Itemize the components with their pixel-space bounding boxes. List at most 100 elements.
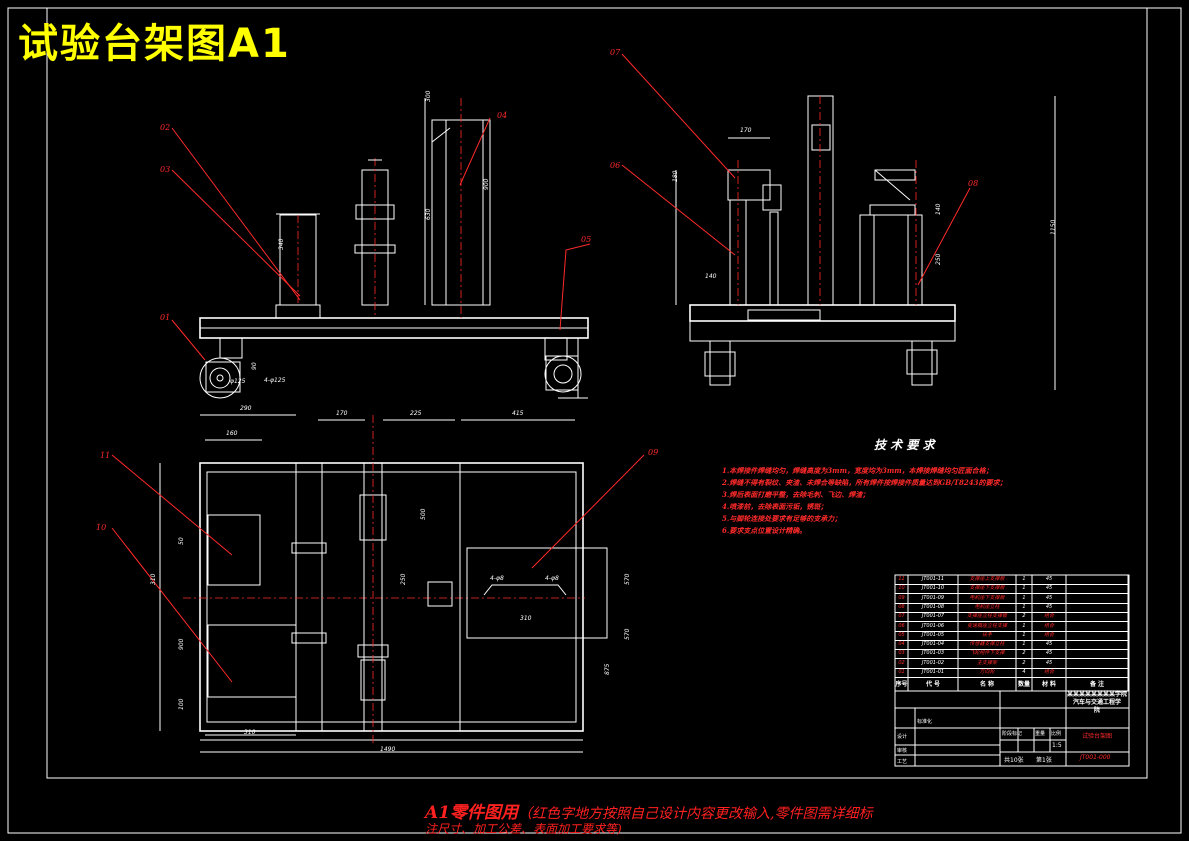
dimension-label: 140 [935, 203, 942, 215]
bom-cell: 11 [898, 576, 905, 582]
bom-cell: 1 [1022, 594, 1026, 601]
process-label: 工艺 [897, 759, 908, 765]
bom-cell: 2 [1022, 659, 1026, 666]
bom-cell: 变速箱座立柱支撑 [966, 622, 1007, 629]
bom-cell: 支撑座立柱支撑板 [966, 613, 1007, 620]
bom-cell: JT001-07 [921, 613, 945, 620]
bom-cell: JT001-02 [921, 659, 945, 666]
bom-cell: JT001-05 [921, 631, 945, 638]
bom-cell: JT001-11 [921, 576, 945, 582]
drawing-title: 试验台架图A1 [18, 21, 291, 67]
bom-cell: 电机座立柱 [974, 603, 1000, 610]
bom-cell: 2 [1022, 650, 1026, 657]
bom-cell: JT001-09 [921, 594, 945, 601]
bom-cell: 电机座下支撑板 [969, 594, 1005, 601]
bom-header-cell: 材 料 [1041, 681, 1057, 688]
callout-label: 11 [100, 451, 111, 460]
dimension-label: 500 [420, 508, 427, 520]
dimension-label: 310 [150, 573, 157, 585]
dimension-label: 250 [935, 253, 942, 265]
dimension-label: 170 [336, 410, 348, 417]
front-view [171, 98, 591, 399]
dimension-label: 1490 [380, 746, 396, 753]
bom-cell: 02 [898, 659, 905, 666]
scale-head: 阶段标记 [1002, 731, 1023, 737]
dimension-label: 4-φ125 [264, 377, 286, 384]
callout-label: 04 [497, 111, 508, 120]
dimension-label: 310 [244, 729, 256, 736]
tech-req-heading: 技 术 要 求 [874, 438, 935, 452]
tech-req-item: 5.与脚轮连接处要求有足够的支承力； [722, 514, 842, 523]
bom-cell: 1 [1022, 631, 1026, 638]
footer-title: A1零件图用 [425, 803, 519, 823]
bom-cell: 万向轮 [979, 669, 995, 675]
dimension-label: 1150 [1050, 219, 1057, 235]
bom-cell: 主支撑架 [976, 659, 997, 666]
side-view [621, 53, 1056, 390]
bom-cell: 传感器支撑立柱 [969, 641, 1005, 648]
bom-cell: 组合 [1043, 622, 1054, 629]
ratio-head: 比例 [1051, 731, 1062, 737]
bom-cell: 支撑座上支撑板 [969, 576, 1005, 582]
callout-label: 05 [581, 235, 592, 244]
callout-label: 09 [648, 448, 659, 457]
callout-label: 03 [160, 165, 171, 174]
tech-req-item: 2.焊缝不得有裂纹、夹渣、未焊合等缺陷，所有焊件按焊接件质量达到GB/T8243… [722, 478, 1007, 487]
weight-head: 重量 [1035, 731, 1046, 737]
bom-cell: 1 [1022, 576, 1026, 582]
bom-cell: 10 [898, 585, 905, 592]
tech-req-item: 6.要求支点位置设计精确。 [722, 526, 807, 535]
bom-cell: 扶手 [981, 631, 992, 638]
bom-cell: 08 [898, 603, 905, 610]
bom-header-cell: 名 称 [979, 681, 995, 688]
bom-header-cell: 备 注 [1089, 681, 1105, 688]
bom-row: 02 JT001-02 主支撑架 2 45 [895, 659, 1129, 669]
bom-cell: 45 [1045, 603, 1053, 610]
bom-cell: JT001-04 [921, 641, 945, 648]
bom-header-cell: 代 号 [925, 681, 941, 688]
bom-cell: 45 [1045, 659, 1053, 666]
callout-label: 08 [968, 179, 979, 188]
dimension-label: 140 [705, 273, 717, 280]
sheet-count: 共10张 [1004, 757, 1024, 764]
bom-cell: 1 [1022, 622, 1026, 629]
drawing-code: JT001-000 [1080, 754, 1111, 761]
bom-cell: 1 [1022, 641, 1026, 648]
scale-value: 1:5 [1052, 742, 1062, 749]
title-block [894, 574, 1130, 767]
footer-main: A1零件图用（红色字地方按照自己设计内容更改输入,零件图需详细标 [425, 798, 872, 823]
bom-cell: JT001-10 [921, 585, 945, 592]
bom-cell: 1 [1022, 585, 1026, 592]
bom-cell: JT001-01 [921, 669, 945, 675]
dimension-label: 570 [624, 628, 631, 640]
callout-label: 07 [610, 48, 621, 57]
bom-cell: 45 [1045, 594, 1053, 601]
school-name: 某某某某某某某某学院 汽车与交通工程学 院 [1066, 691, 1128, 715]
bom-cell: 组合 [1043, 613, 1054, 620]
tech-req-item: 4.喷漆前，去除表面污垢，锈斑； [722, 502, 828, 511]
dimension-label: 415 [512, 410, 524, 417]
sheet-number: 第1张 [1036, 757, 1052, 764]
school-line-2: 汽车与交通工程学 [1072, 699, 1121, 706]
bom-cell: 45 [1045, 576, 1053, 582]
bom-header-cell: 数量 [1017, 681, 1030, 688]
dimension-label: 4-φ8 [490, 575, 504, 582]
dimension-label: 90 [251, 362, 258, 370]
bom-cell: 06 [898, 622, 905, 629]
plan-view [111, 414, 645, 753]
dimension-label: 300 [425, 90, 432, 102]
bom-cell: 4 [1022, 669, 1026, 675]
bom-cell: 04 [898, 641, 905, 648]
bom-cell: JT001-03 [921, 650, 945, 657]
dimension-label: 180 [672, 170, 679, 182]
bom-header-cell: 序号 [895, 681, 908, 688]
